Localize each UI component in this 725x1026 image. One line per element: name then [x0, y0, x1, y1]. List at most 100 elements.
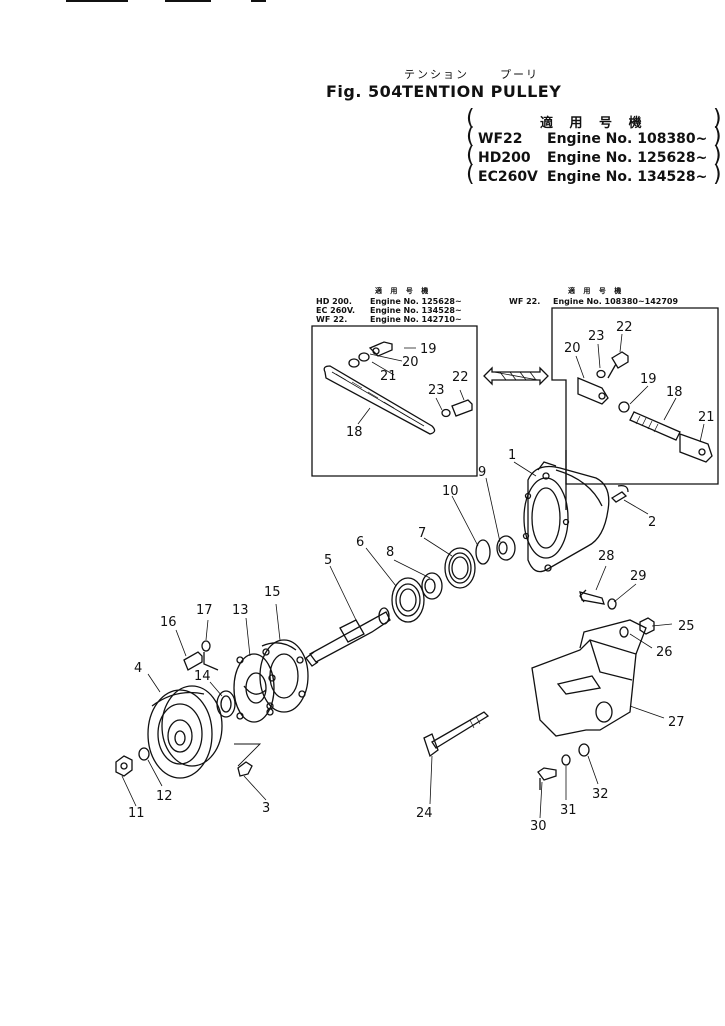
bearing-6: [391, 577, 425, 623]
bearing-7: [444, 547, 476, 589]
part-number: 18: [346, 425, 363, 440]
washer-26: [619, 626, 629, 638]
app-paren-close: ): [713, 143, 722, 168]
part-number: 25: [678, 619, 695, 634]
app-paren-close: ): [713, 162, 722, 187]
left-box-model: EC 260V.: [316, 306, 356, 315]
part-number: 9: [478, 465, 486, 480]
app-row-engine: Engine No. 125628~: [547, 150, 708, 166]
part-number: 14: [194, 669, 211, 684]
part-number: 8: [386, 545, 394, 560]
app-row-model: HD200: [478, 150, 531, 166]
double-arrow-icon: [483, 366, 549, 386]
bolt-19-left: [368, 341, 393, 357]
bracket-27: [531, 619, 647, 737]
scan-mark: [165, 0, 211, 2]
part-number: 21: [698, 410, 715, 425]
housing-1: [522, 461, 610, 573]
hub-13: [233, 653, 276, 723]
app-paren-close: ): [713, 106, 722, 131]
screw-2: [610, 484, 629, 503]
part-number: 27: [668, 715, 685, 730]
nut-11: [115, 755, 133, 777]
part-number: 32: [592, 787, 609, 802]
app-row-model: WF22: [478, 131, 523, 147]
part-number: 22: [616, 320, 633, 335]
figure-title: TENTION PULLEY: [402, 82, 562, 101]
part-number: 23: [588, 329, 605, 344]
seal-14: [216, 690, 236, 718]
applicability-title: 適 用 号 機: [540, 116, 648, 131]
part-number: 31: [560, 803, 577, 818]
part-number: 6: [356, 535, 364, 550]
part-number: 7: [418, 526, 426, 541]
collar-8: [421, 572, 443, 600]
grease-nipple-3: [234, 743, 262, 777]
long-bolt-24: [423, 711, 490, 758]
part-number: 24: [416, 806, 433, 821]
part-number: 13: [232, 603, 249, 618]
rod-18-right: [629, 411, 681, 441]
bolt-22-left: [451, 399, 473, 417]
washer-20-left: [358, 352, 370, 362]
flange-15: [259, 639, 309, 713]
lock-washer-10: [475, 539, 491, 565]
part-number: 16: [160, 615, 177, 630]
nut-19-right: [618, 401, 630, 413]
bolt-22-right: [607, 351, 629, 379]
figure-label: Fig. 504: [326, 82, 403, 101]
washer-32: [578, 743, 590, 757]
washer-31: [561, 754, 571, 766]
part-number: 22: [452, 370, 469, 385]
washer-23-left: [441, 408, 451, 418]
part-number: 1: [508, 448, 516, 463]
scan-mark: [66, 0, 128, 2]
left-box-engine: Engine No. 125628~: [370, 297, 462, 306]
app-paren-open: (: [466, 162, 475, 187]
title-jp-tension: テンション: [404, 68, 469, 81]
left-box-engine: Engine No. 142710~: [370, 315, 462, 324]
app-paren-open: (: [466, 106, 475, 131]
bolt-16: [183, 651, 203, 671]
shaft-5: [305, 607, 391, 667]
right-box-title: 適 用 号 機: [568, 287, 625, 295]
part-number: 30: [530, 819, 547, 834]
lock-nut-9: [496, 535, 516, 561]
clevis-20-right: [577, 377, 609, 405]
nut-25: [639, 617, 655, 635]
title-jp-pulley: プーリ: [500, 68, 539, 81]
left-box-title: 適 用 号 機: [375, 287, 432, 295]
tension-rod-18: [323, 365, 436, 435]
part-number: 20: [402, 355, 419, 370]
bolt-28: [579, 589, 605, 605]
clevis-21-right: [679, 433, 713, 463]
app-paren-open: (: [466, 124, 475, 149]
part-number: 10: [442, 484, 459, 499]
part-number: 5: [324, 553, 332, 568]
washer-23-right: [596, 369, 606, 379]
part-number: 18: [666, 385, 683, 400]
left-box-engine: Engine No. 134528~: [370, 306, 462, 315]
part-number: 26: [656, 645, 673, 660]
leader-line: [203, 652, 219, 671]
part-number: 29: [630, 569, 647, 584]
app-paren-close: ): [713, 124, 722, 149]
pulley-4: [147, 685, 223, 779]
app-paren-open: (: [466, 143, 475, 168]
washer-12: [138, 747, 150, 761]
right-box-model: WF 22.: [509, 297, 541, 306]
part-number: 21: [380, 369, 397, 384]
part-number: 28: [598, 549, 615, 564]
right-box-engine: Engine No. 108380~142709: [553, 297, 679, 306]
part-number: 23: [428, 383, 445, 398]
part-number: 11: [128, 806, 145, 821]
part-number: 2: [648, 515, 656, 530]
part-number: 19: [420, 342, 437, 357]
scan-mark: [251, 0, 266, 2]
bolt-30: [537, 767, 557, 790]
part-number: 15: [264, 585, 281, 600]
app-row-engine: Engine No. 134528~: [547, 169, 708, 185]
part-number: 19: [640, 372, 657, 387]
left-box-model: HD 200.: [316, 297, 352, 306]
